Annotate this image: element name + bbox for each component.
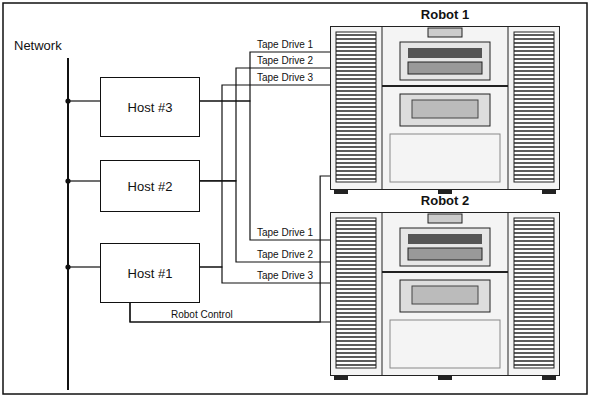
connection-label: Tape Drive 2: [256, 249, 314, 261]
connection-label: Tape Drive 3: [256, 72, 314, 84]
cable: [200, 267, 330, 283]
network-label: Network: [14, 38, 62, 53]
host-name: Host #1: [128, 266, 173, 281]
connection-label: Tape Drive 2: [256, 55, 314, 67]
cable: [200, 85, 330, 267]
network-dots: [65, 98, 70, 269]
host-box: Host #3: [100, 77, 200, 137]
host-name: Host #3: [128, 100, 173, 115]
host-box: Host #2: [100, 160, 200, 212]
cable: [200, 101, 330, 240]
host-box: Host #1: [100, 243, 200, 303]
robot-title: Robot 2: [331, 193, 559, 208]
network-line: [67, 58, 69, 390]
network-taps: [68, 101, 100, 267]
cable: [130, 303, 330, 322]
connection-label: Tape Drive 1: [256, 39, 314, 51]
robot-library: Robot 2: [330, 212, 560, 376]
robot-title: Robot 1: [331, 7, 559, 22]
robot-cabinet: [330, 26, 560, 194]
robot-cabinet: [330, 212, 560, 380]
robot-library: Robot 1: [330, 26, 560, 190]
host-name: Host #2: [128, 179, 173, 194]
cable: [200, 181, 330, 262]
cable: [200, 52, 330, 101]
connection-label: Tape Drive 3: [256, 270, 314, 282]
connection-label: Tape Drive 1: [256, 227, 314, 239]
connection-label: Robot Control: [170, 309, 234, 321]
frame: [3, 3, 587, 394]
